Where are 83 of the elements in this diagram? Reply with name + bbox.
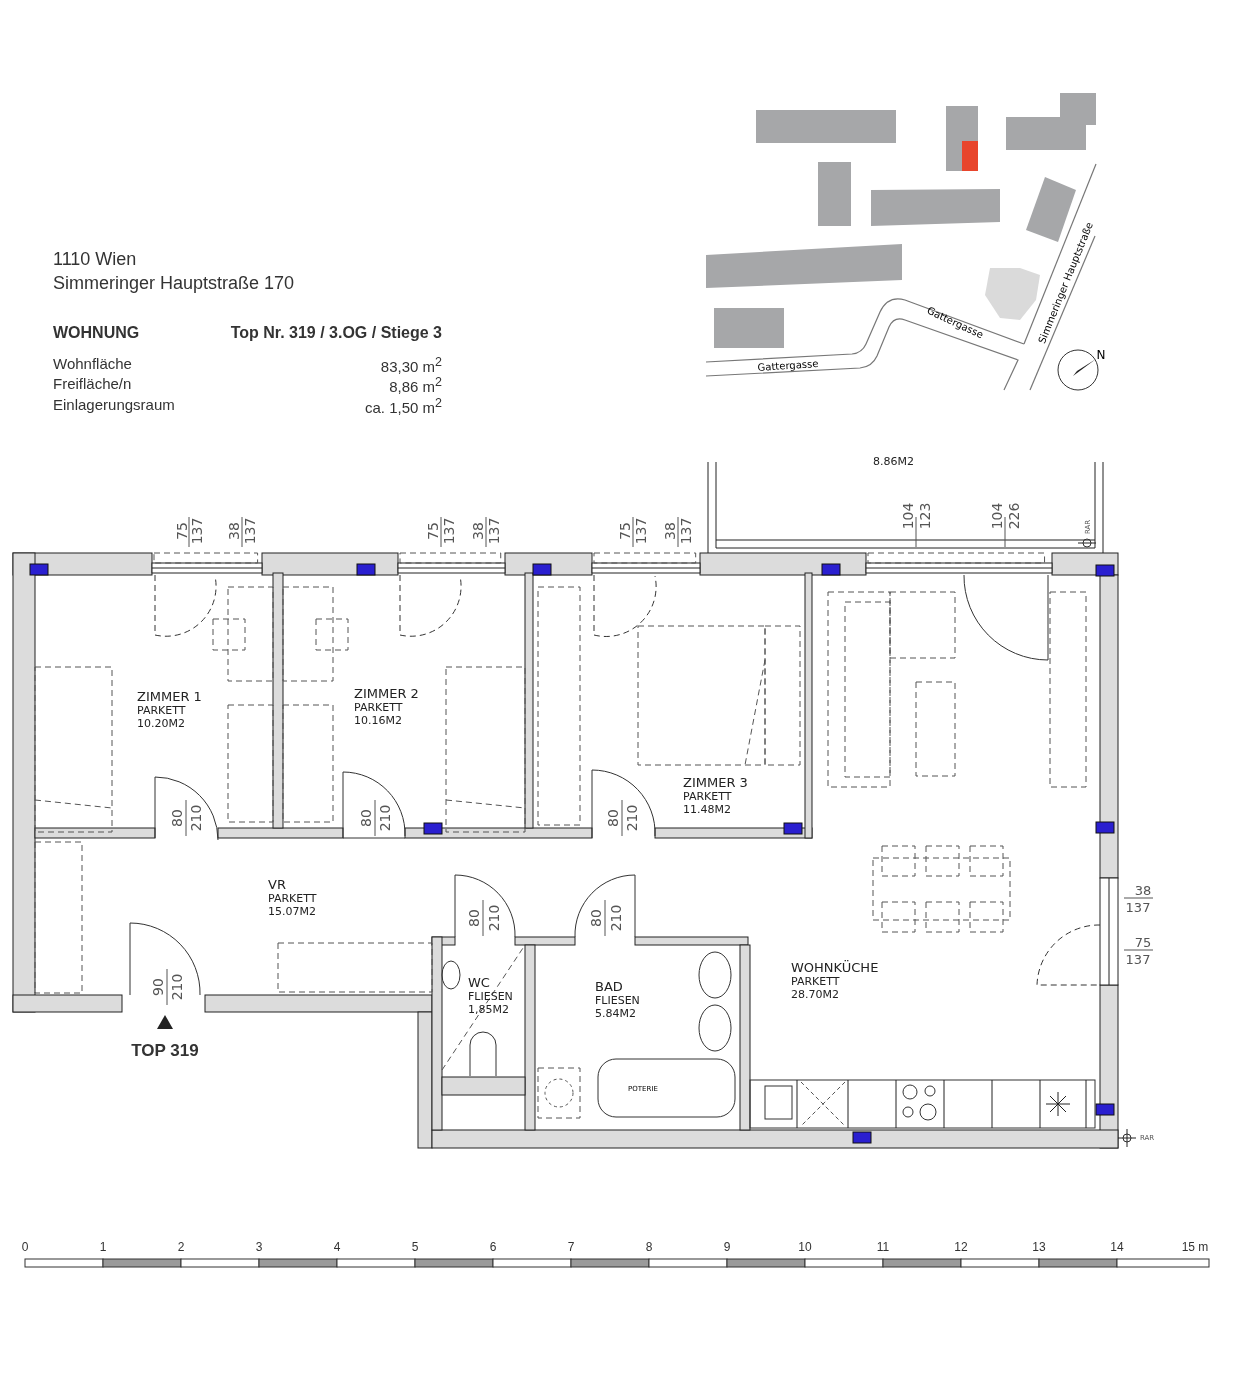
dimension-label: 80 (170, 809, 184, 827)
dimension-label: 123 (918, 502, 932, 530)
area-label: 8.86M2 (873, 456, 914, 469)
street-name: Gattergasse (757, 358, 819, 374)
scale-number: 12 (954, 1241, 968, 1253)
dimension-label: 137 (1125, 900, 1151, 914)
info-label: Einlagerungsraum (53, 397, 175, 412)
room-name: VR (268, 878, 287, 893)
dimension-label: 38 (1134, 883, 1152, 897)
scale-number: 10 (798, 1241, 812, 1253)
scale-number: 13 (1032, 1241, 1046, 1253)
scale-number: 11 (876, 1241, 890, 1253)
scale-number: 4 (333, 1241, 341, 1253)
room-area: 10.20M2 (137, 717, 202, 731)
table-header: Top Nr. 319 / 3.OG / Stiege 3 (230, 325, 442, 341)
scale-number: 8 (645, 1241, 653, 1253)
dimension-label: 210 (170, 973, 184, 1001)
dimension-label: 38 (663, 522, 677, 540)
floor-material: FLIESEN (468, 990, 513, 1004)
room-area: 1,85M2 (468, 1003, 513, 1017)
dimension-label: 80 (589, 909, 603, 927)
floor-material: PARKETT (137, 704, 187, 718)
dimension-label: 38 (227, 522, 241, 540)
dimension-label: 38 (471, 522, 485, 540)
scale-number: 2 (177, 1241, 185, 1253)
dimension-label: 90 (151, 978, 165, 996)
room-name: BAD (595, 980, 624, 995)
dimension-label: 104 (990, 502, 1004, 530)
room-name: ZIMMER 3 (683, 776, 748, 791)
room-area: 5.84M2 (595, 1007, 640, 1021)
dimension-label: 80 (606, 809, 620, 827)
room-area: 11.48M2 (683, 803, 748, 817)
floor-material: PARKETT (268, 892, 317, 906)
scale-number: 14 (1110, 1241, 1124, 1253)
floor-material: PARKETT (683, 790, 733, 804)
dimension-label: 226 (1007, 502, 1021, 530)
info-value: ca. 1,50 m$^{2}$ (365, 397, 442, 415)
dimension-label: 210 (609, 904, 623, 932)
info-value: 8,86 m$^{2}$ (389, 376, 442, 394)
address-line: Simmeringer Hauptstraße 170 (53, 274, 295, 292)
room-name: WOHNKÜCHE (791, 961, 879, 976)
scale-number: 5 (411, 1241, 419, 1253)
scale-number: 1 (99, 1241, 107, 1253)
entrance-label: TOP 319 (131, 1041, 199, 1059)
info-label: Freifläche/n (53, 376, 132, 391)
dimension-label: 210 (625, 804, 639, 832)
room-area: 15.07M2 (268, 905, 317, 919)
floor-material: PARKETT (354, 701, 404, 715)
room-name: ZIMMER 1 (137, 690, 202, 705)
dimension-label: 75 (1134, 935, 1152, 949)
dimension-label: 75 (426, 522, 440, 540)
scale-number: 7 (567, 1241, 575, 1253)
dimension-label: 80 (467, 909, 481, 927)
dimension-label: 75 (175, 522, 189, 540)
table-header: WOHNUNG (53, 325, 140, 341)
info-value: 83,30 m$^{2}$ (380, 356, 442, 374)
dimension-label: 210 (487, 904, 501, 932)
scale-number: 6 (489, 1241, 497, 1253)
room-area: 10.16M2 (354, 714, 419, 728)
dimension-label: 104 (901, 502, 915, 530)
info-label: Wohnfläche (53, 356, 132, 371)
room-name: WC (468, 976, 491, 991)
compass-letter: N (1096, 349, 1106, 361)
room-area: 28.70M2 (791, 988, 879, 1002)
dimension-label: 75 (618, 522, 632, 540)
dimension-label: 137 (1125, 952, 1151, 966)
dimension-label: 137 (634, 517, 648, 545)
scale-number: 3 (255, 1241, 263, 1253)
dimension-label: 210 (378, 804, 392, 832)
scale-number: 15 m (1181, 1241, 1209, 1253)
room-name: ZIMMER 2 (354, 687, 419, 702)
floor-material: PARKETT (791, 975, 841, 989)
scale-number: 9 (723, 1241, 731, 1253)
dimension-label: 137 (243, 517, 257, 545)
floor-material: FLIESEN (595, 994, 640, 1008)
scale-number: 0 (21, 1241, 29, 1253)
dimension-label: 210 (189, 804, 203, 832)
dimension-label: 137 (679, 517, 693, 545)
dimension-label: 137 (487, 517, 501, 545)
address-line: 1110 Wien (53, 250, 137, 268)
dimension-label: 137 (442, 517, 456, 545)
dimension-label: 137 (190, 517, 204, 545)
dimension-label: 80 (359, 809, 373, 827)
